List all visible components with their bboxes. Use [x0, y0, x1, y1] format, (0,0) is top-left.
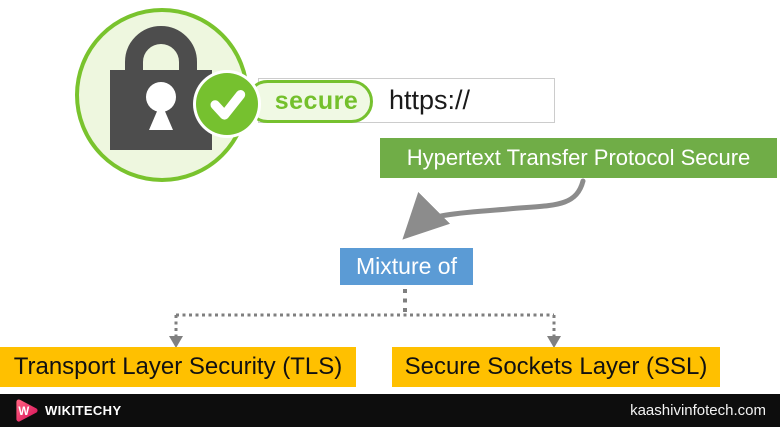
url-text: https:// — [389, 85, 471, 115]
checkmark-icon — [196, 73, 258, 135]
website-url: kaashivinfotech.com — [630, 402, 766, 419]
padlock-icon — [110, 26, 212, 150]
secure-badge: secure — [246, 80, 373, 123]
ssl-label: Secure Sockets Layer (SSL) — [404, 353, 708, 380]
secure-label: secure — [274, 87, 359, 115]
https-full-box: Hypertext Transfer Protocol Secure — [380, 138, 777, 178]
wikitechy-logo-icon: W — [16, 399, 38, 422]
tls-box: Transport Layer Security (TLS) — [0, 347, 356, 387]
footer-bar: W WIKITECHY kaashivinfotech.com — [0, 394, 780, 427]
ssl-box: Secure Sockets Layer (SSL) — [392, 347, 720, 387]
https-full-label: Hypertext Transfer Protocol Secure — [406, 145, 751, 170]
curved-arrow — [402, 178, 586, 240]
mixture-box: Mixture of — [340, 248, 473, 285]
wikitechy-brand: W WIKITECHY — [14, 398, 122, 423]
brand-name: WIKITECHY — [45, 403, 122, 418]
logo-letter: W — [18, 406, 29, 418]
tls-label: Transport Layer Security (TLS) — [13, 353, 343, 380]
mixture-label: Mixture of — [356, 253, 457, 279]
